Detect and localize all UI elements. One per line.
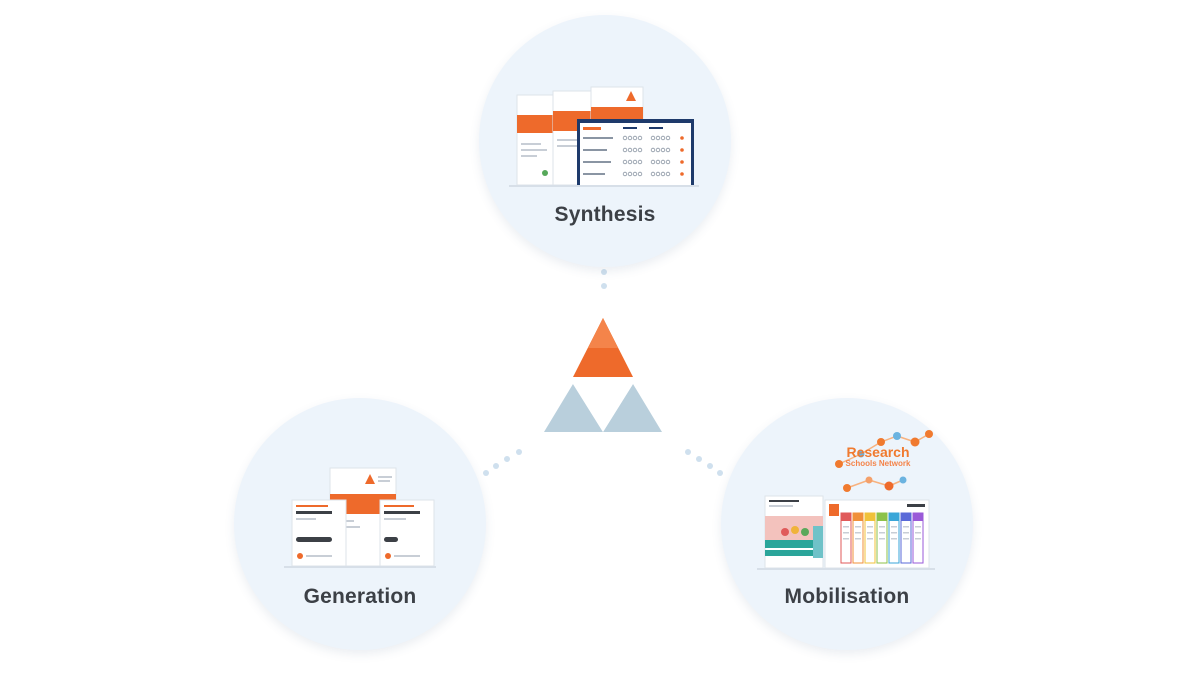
rsn-line1: Research bbox=[846, 444, 910, 460]
generation-node[interactable]: Generation bbox=[234, 398, 486, 650]
triangle-logo-icon bbox=[544, 318, 662, 432]
connector-dot bbox=[601, 283, 607, 289]
rsn-line2: Schools Network bbox=[845, 459, 911, 468]
connector-dot bbox=[717, 470, 723, 476]
synthesis-documents-icon bbox=[509, 86, 699, 187]
mobilisation-node[interactable]: Research Schools Network Mobilisation bbox=[721, 398, 973, 650]
synthesis-node[interactable]: Synthesis bbox=[479, 15, 731, 267]
research-schools-network-logo: Research Schools Network bbox=[833, 445, 923, 469]
mobilisation-label: Mobilisation bbox=[784, 585, 910, 608]
connector-dot bbox=[696, 456, 702, 462]
connector-dot bbox=[685, 449, 691, 455]
connector-dot bbox=[504, 456, 510, 462]
connector-dot bbox=[707, 463, 713, 469]
mobilisation-documents-icon bbox=[757, 430, 935, 570]
connector-dot bbox=[493, 463, 499, 469]
generation-documents-icon bbox=[284, 467, 436, 568]
connector-dot bbox=[483, 470, 489, 476]
connector-dot bbox=[516, 449, 522, 455]
synthesis-label: Synthesis bbox=[554, 203, 656, 226]
generation-label: Generation bbox=[303, 585, 417, 608]
connector-dot bbox=[601, 269, 607, 275]
